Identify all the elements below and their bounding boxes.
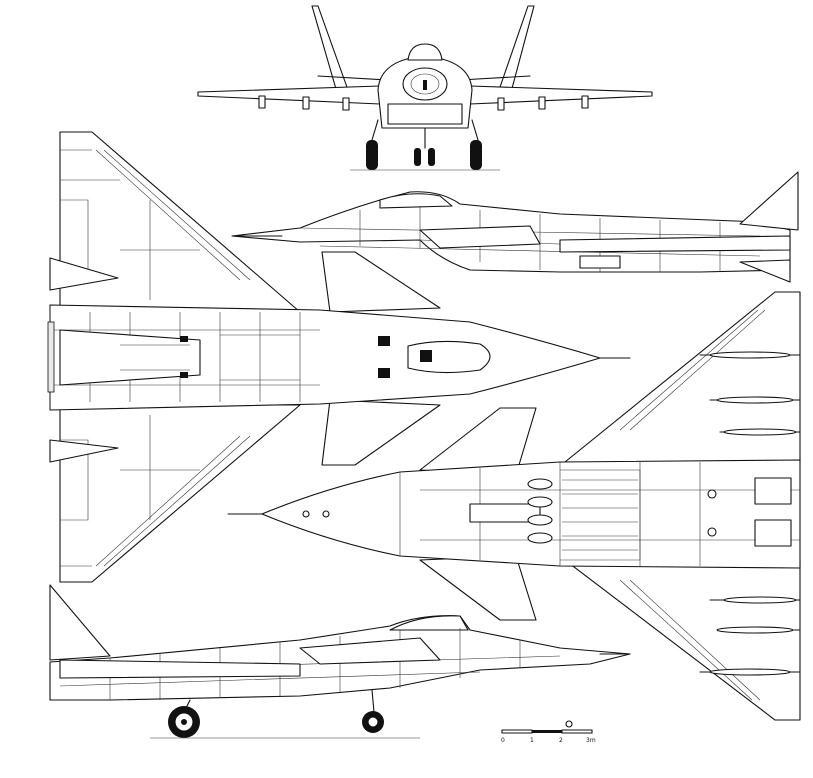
scale-tick-0: 0 bbox=[501, 737, 505, 744]
front-fuselage bbox=[377, 55, 473, 129]
scale-tick-1: 1 bbox=[530, 737, 534, 744]
underside-view bbox=[227, 291, 801, 721]
scale-tick-3: 3m bbox=[586, 737, 596, 744]
underside-lower-canard bbox=[419, 555, 537, 621]
plan-view bbox=[47, 131, 631, 583]
plan-upper-wing bbox=[59, 131, 301, 313]
underside-bays bbox=[527, 477, 792, 547]
scale-tick-2: 2 bbox=[559, 737, 563, 744]
side-upper-fin bbox=[739, 171, 799, 231]
scale-bar: 0 1 2 3m bbox=[501, 720, 596, 744]
front-pylons bbox=[258, 95, 589, 111]
side-landing-gear bbox=[168, 689, 384, 738]
front-canopy bbox=[407, 43, 443, 61]
underside-lower-wing bbox=[564, 559, 801, 721]
side-lower-canopy bbox=[389, 615, 469, 631]
front-stabilizer bbox=[317, 75, 531, 81]
underside-upper-wing bbox=[564, 291, 801, 463]
side-view-upper bbox=[231, 171, 799, 283]
plan-canopy bbox=[407, 340, 491, 374]
underside-stores bbox=[699, 351, 801, 676]
front-view bbox=[197, 5, 653, 171]
plan-lower-wing bbox=[59, 404, 301, 583]
plan-lower-canard bbox=[321, 399, 441, 466]
side-view-lower bbox=[49, 584, 631, 739]
left-vertical-tail bbox=[311, 5, 349, 97]
front-landing-gear bbox=[366, 119, 482, 170]
side-lower-fin bbox=[49, 584, 111, 661]
plan-upper-canard bbox=[321, 251, 441, 313]
right-vertical-tail bbox=[498, 5, 535, 97]
